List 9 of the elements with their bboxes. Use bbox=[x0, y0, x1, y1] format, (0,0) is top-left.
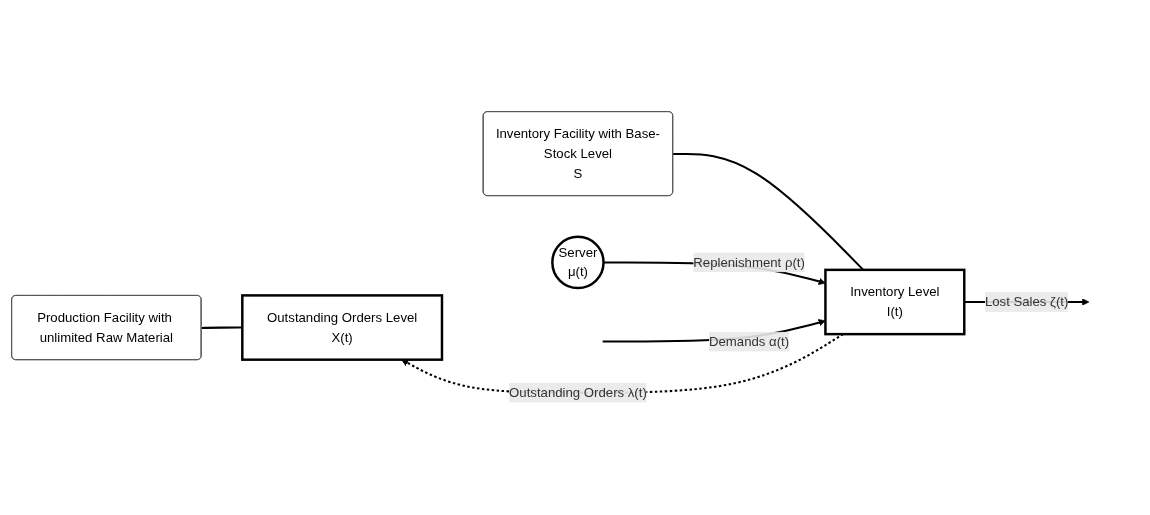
connector bbox=[201, 326, 243, 330]
edge-label: Outstanding Orders λ(t) bbox=[509, 385, 647, 400]
node-circle: Server μ(t) bbox=[551, 236, 605, 290]
edge-label: Demands α(t) bbox=[708, 334, 790, 349]
edge-label: Lost Sales ζ(t) bbox=[984, 295, 1069, 310]
node-box: Inventory Level I(t) bbox=[824, 269, 966, 336]
connector bbox=[673, 153, 864, 271]
edge-label: Replenishment ρ(t) bbox=[693, 255, 805, 270]
node-box: Outstanding Orders Level X(t) bbox=[241, 294, 444, 362]
